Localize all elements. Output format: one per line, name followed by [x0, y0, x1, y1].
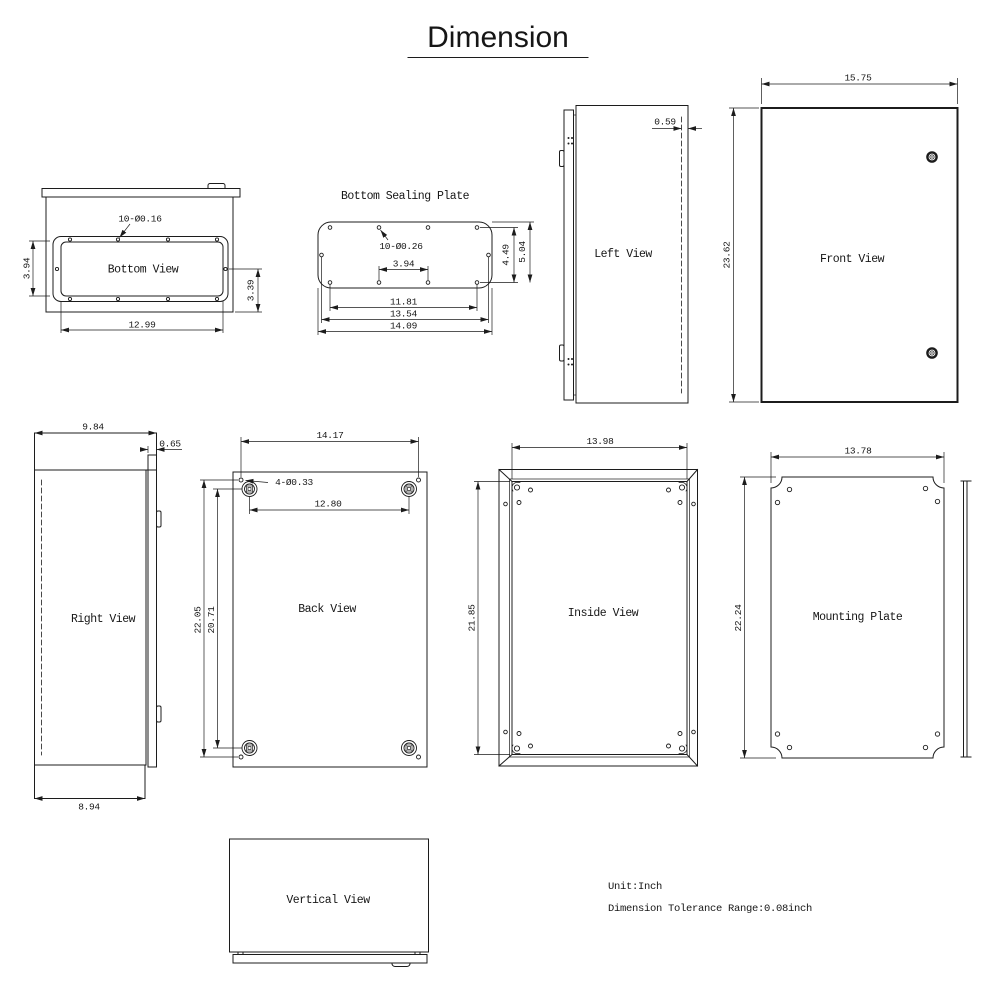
sealing-plate-mid-dim: 13.54	[390, 309, 418, 320]
bottom-sealing-plate-title: Bottom Sealing Plate	[341, 190, 470, 203]
back-view-span-dim: 12.80	[314, 499, 342, 510]
back-view-outer-dim: 22.05	[193, 606, 204, 634]
back-view-inner-dim: 20.71	[206, 606, 217, 634]
bottom-view-holes	[54, 237, 228, 302]
bottom-sealing-plate: Bottom Sealing Plate 10-Ø0.26 3.94 11.81…	[317, 190, 534, 335]
left-view-hinge-top	[559, 150, 565, 167]
inside-view: 13.98 21.85 Inside View	[467, 436, 699, 767]
bottom-view-label: Bottom View	[108, 264, 179, 277]
right-view-top-dim: 9.84	[82, 422, 104, 433]
vertical-view: Vertical View	[229, 838, 429, 968]
mounting-plate-holes	[774, 485, 941, 751]
inside-view-width-dim: 13.98	[586, 436, 614, 447]
right-view: 9.84 0.65 8.94 Right View	[34, 422, 182, 813]
sealing-plate-fullheight-dim: 5.04	[517, 241, 528, 263]
front-view-height-dim: 23.62	[722, 241, 733, 269]
left-view-body	[575, 105, 689, 404]
front-view-body	[760, 107, 959, 403]
sealing-plate-hole-leader	[380, 229, 389, 241]
back-view-label: Back View	[298, 603, 356, 616]
back-view-bosses	[241, 481, 417, 756]
sealing-plate-hole-callout: 10-Ø0.26	[379, 241, 423, 252]
bottom-view-width-dim: 12.99	[128, 320, 156, 331]
bottom-view-right-dim: 3.39	[246, 279, 257, 301]
vertical-view-base	[232, 954, 428, 964]
mounting-plate-height-dim: 22.24	[733, 604, 744, 632]
back-view-corner-holes	[238, 477, 421, 760]
back-view-body	[232, 471, 428, 768]
right-view-hinge-bottom	[156, 705, 162, 723]
back-view-top-dim: 14.17	[316, 430, 343, 441]
sealing-plate-center-dim: 3.94	[393, 259, 415, 270]
inside-view-left-ext	[474, 481, 510, 755]
tolerance-note: Dimension Tolerance Range:0.08inch	[608, 903, 812, 915]
back-view-hole-callout: 4-Ø0.33	[275, 477, 313, 488]
left-view-hinge-bottom	[559, 344, 565, 362]
mounting-plate-outline	[770, 476, 945, 759]
bottom-view-gasket-outer	[52, 236, 229, 302]
right-view-bottom-dim: 8.94	[78, 802, 100, 813]
inside-view-corner-fittings	[503, 482, 696, 754]
right-view-door-edge	[147, 454, 157, 768]
sealing-plate-holeheight-dim: 4.49	[501, 244, 512, 266]
bottom-view-hole-leader	[119, 223, 131, 238]
inside-view-inner	[511, 481, 688, 755]
inside-view-bevels	[498, 468, 699, 767]
page-title: Dimension	[427, 21, 569, 54]
inside-view-top-ext	[511, 443, 688, 479]
left-view-door-dim: 0.59	[654, 117, 676, 128]
bottom-view-gasket-inner	[60, 241, 224, 297]
left-view-label: Left View	[594, 248, 652, 261]
inside-view-lip	[509, 478, 690, 758]
title-block: Dimension	[407, 21, 589, 58]
right-view-roof	[34, 432, 157, 471]
bottom-view: 10-Ø0.16 3.94 3.39 12.99 Bottom View	[22, 183, 262, 333]
unit-note: Unit:Inch	[608, 881, 662, 893]
right-view-door-dim: 0.65	[159, 439, 181, 450]
inside-view-outer	[498, 469, 698, 767]
left-view-door-edge	[563, 109, 574, 401]
right-view-base	[34, 764, 146, 799]
sealing-plate-full-ext	[317, 288, 493, 335]
mounting-plate: 13.78 22.24 Mounting Plate	[733, 446, 972, 759]
mounting-plate-label: Mounting Plate	[813, 611, 903, 624]
bottom-view-plate	[41, 188, 241, 198]
front-view-lock-top	[926, 151, 938, 163]
front-view-label: Front View	[820, 253, 885, 266]
bottom-view-hole-callout: 10-Ø0.16	[118, 214, 162, 225]
sealing-plate-outline	[317, 221, 493, 289]
bottom-view-tab	[207, 183, 226, 189]
mounting-plate-side-profile	[960, 480, 972, 758]
inside-view-label: Inside View	[568, 607, 639, 620]
back-view-hole-leader	[245, 478, 269, 484]
back-view: 14.17 4-Ø0.33 12.80 22.05 20.71 Back Vie…	[193, 430, 428, 768]
notes: Unit:Inch Dimension Tolerance Range:0.08…	[608, 881, 812, 915]
mounting-plate-width-dim: 13.78	[844, 446, 872, 457]
vertical-view-body	[229, 838, 429, 953]
front-view-lock-bottom	[926, 347, 938, 359]
vertical-view-tab	[391, 962, 411, 968]
sealing-plate-mid-ext	[321, 257, 489, 323]
sealing-plate-holes	[319, 225, 491, 285]
sealing-plate-full-dim: 14.09	[390, 321, 418, 332]
right-view-door-ext	[147, 446, 157, 453]
left-view: 0.59 Left View	[559, 105, 702, 404]
vertical-view-legs	[237, 951, 421, 955]
front-view-width-dim: 15.75	[844, 73, 872, 84]
front-view: 15.75 23.62 Front View	[722, 73, 959, 403]
right-view-label: Right View	[71, 613, 136, 626]
bottom-view-body	[45, 196, 234, 313]
right-view-hinge-top	[156, 510, 162, 528]
bottom-view-left-dim: 3.94	[22, 257, 33, 279]
back-view-top-ext	[240, 437, 419, 477]
left-view-hinge-pins	[567, 137, 573, 366]
vertical-view-label: Vertical View	[286, 894, 370, 907]
sealing-plate-span-dim: 11.81	[390, 297, 418, 308]
inside-view-height-dim: 21.85	[467, 604, 478, 632]
sealing-plate-right-ext1	[480, 227, 518, 283]
